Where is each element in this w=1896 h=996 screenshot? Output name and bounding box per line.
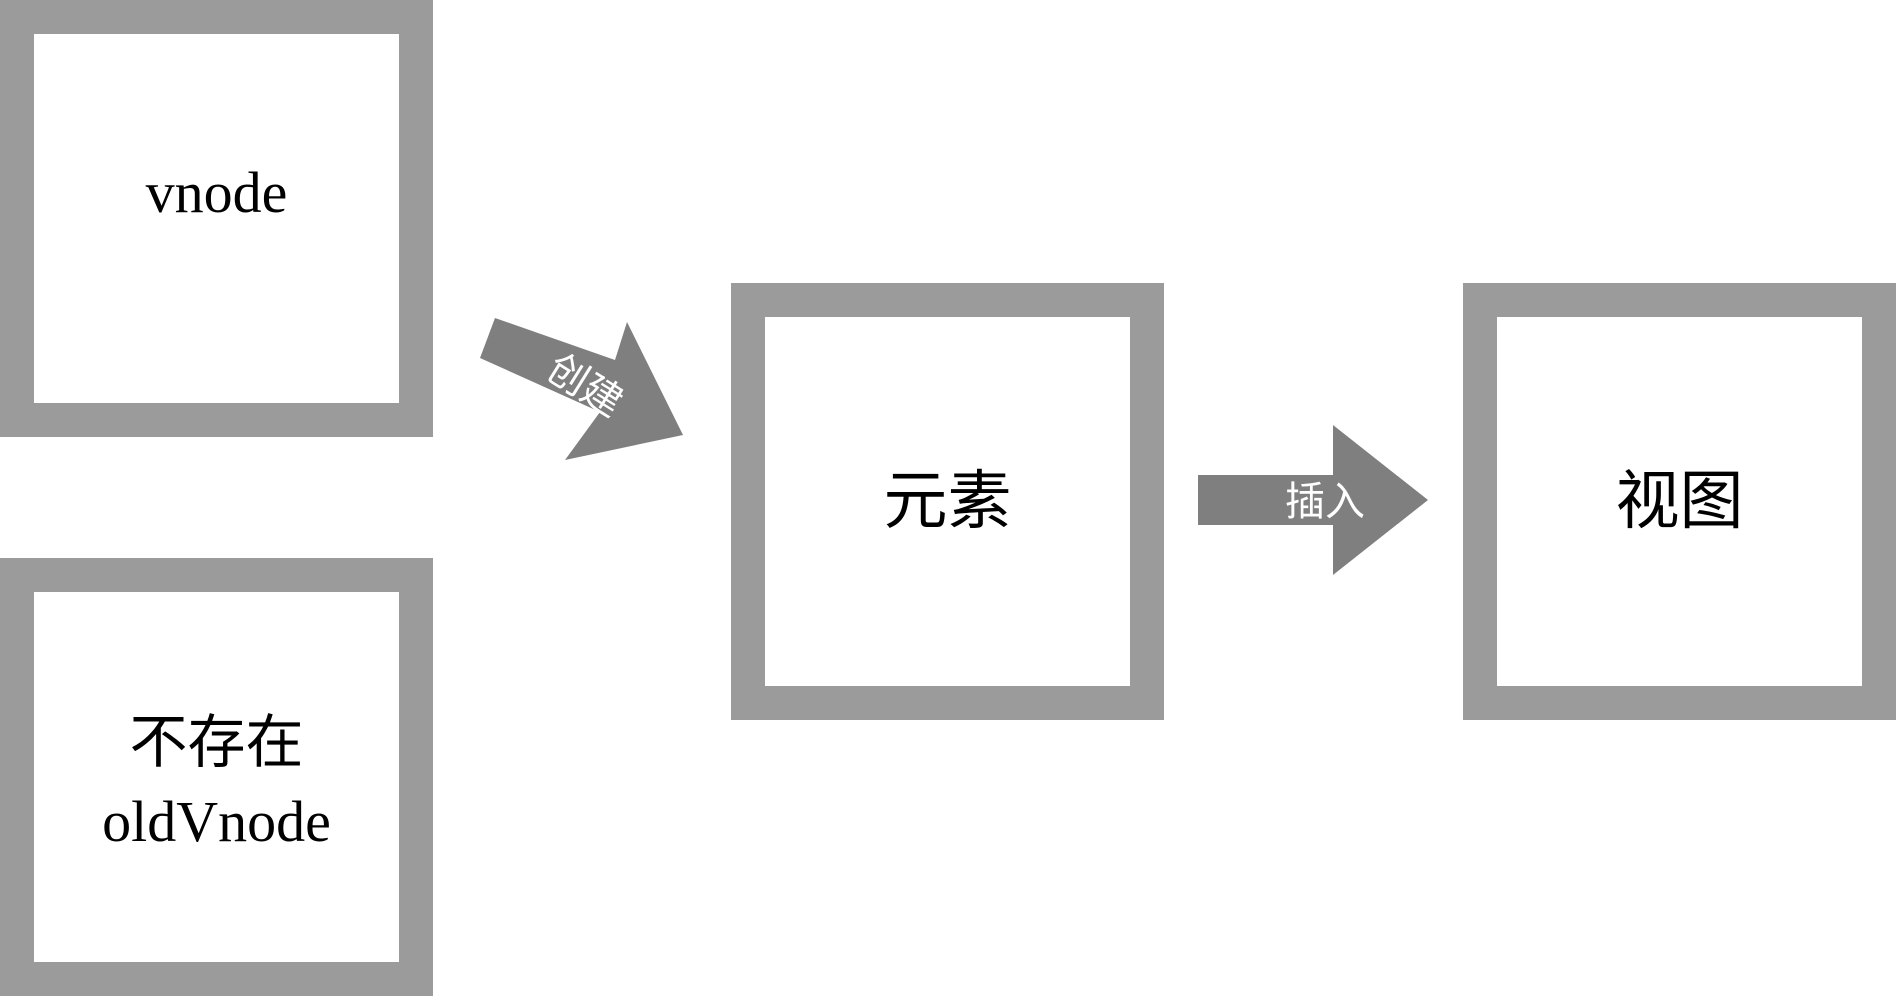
vnode-label: vnode	[145, 160, 288, 226]
old-vnode-label-line1: 不存在	[129, 710, 304, 776]
element-node: 元素	[731, 283, 1164, 720]
vnode-node: vnode	[0, 0, 433, 437]
element-label: 元素	[883, 465, 1012, 537]
insert-arrow-shape	[1198, 425, 1428, 575]
create-arrow-label: 创建	[539, 345, 631, 426]
view-label: 视图	[1615, 465, 1744, 537]
create-arrow-shape	[480, 318, 683, 460]
view-node: 视图	[1463, 283, 1896, 720]
create-arrow: 创建	[480, 318, 683, 460]
insert-arrow: 插入	[1198, 425, 1428, 575]
old-vnode-absent-node: 不存在 oldVnode	[0, 558, 433, 996]
insert-arrow-label: 插入	[1285, 479, 1365, 524]
old-vnode-label-line2: oldVnode	[102, 789, 331, 854]
